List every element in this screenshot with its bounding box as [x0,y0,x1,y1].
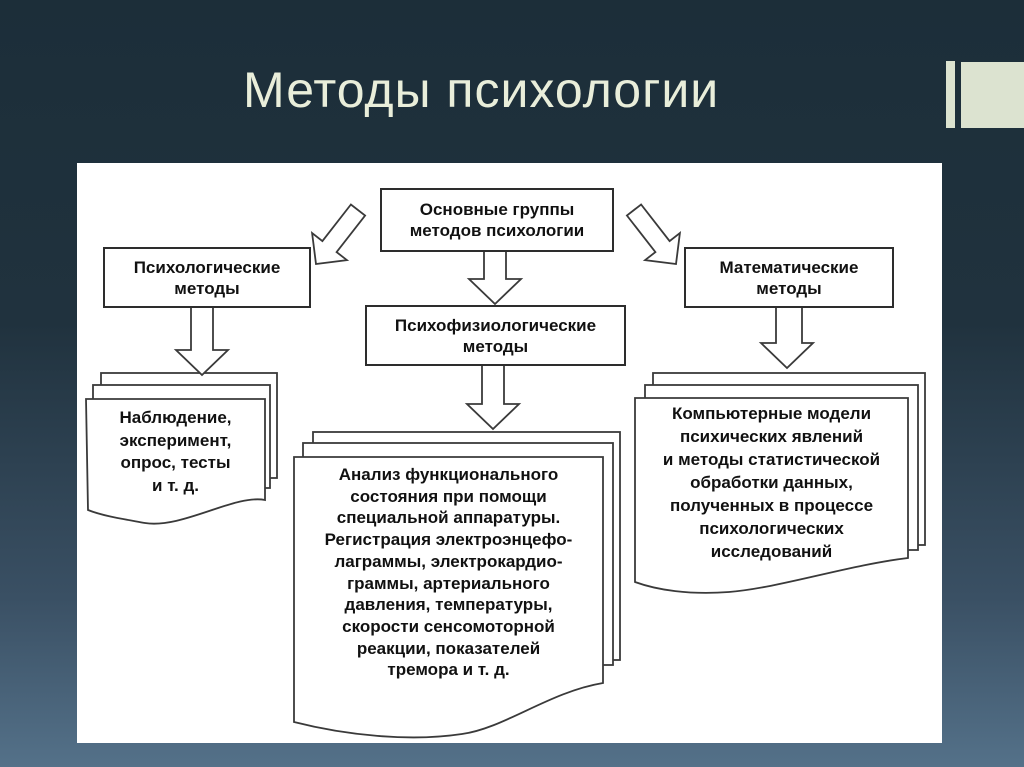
document-stack-psychophysiological [293,431,621,739]
diagram-shapes [85,203,926,739]
page-front-icon [293,456,604,739]
arrow-diagonal-right-icon [625,203,682,266]
accent-bar-decoration [946,61,955,128]
node-psychological-methods: Психологические методы [103,247,311,308]
arrow-down-center-icon [466,247,524,306]
arrow-diagonal-left-icon [310,203,367,266]
arrow-down-middle-icon [464,361,522,431]
document-stack-psychological [85,372,278,525]
diagram-panel: Основные группы методов психологии Психо… [77,163,942,743]
note-psychophysiological-methods: Анализ функционального состояния при пом… [324,465,573,680]
page-front-icon [634,397,909,594]
slide-title: Методы психологии [243,62,720,118]
arrow-down-left-icon [173,303,231,377]
accent-square-decoration [961,62,1024,128]
note-mathematical-methods: Компьютерные модели психических явлений … [662,404,881,561]
node-root-groups: Основные группы методов психологии [380,188,614,252]
note-psychological-methods: Наблюдение, эксперимент, опрос, тесты и … [119,408,232,495]
page-front-icon [85,398,266,525]
document-stack-mathematical [634,372,926,594]
node-mathematical-methods: Математические методы [684,247,894,308]
node-psychophysiological-methods: Психофизиологические методы [365,305,626,366]
arrow-down-right-icon [758,302,816,370]
